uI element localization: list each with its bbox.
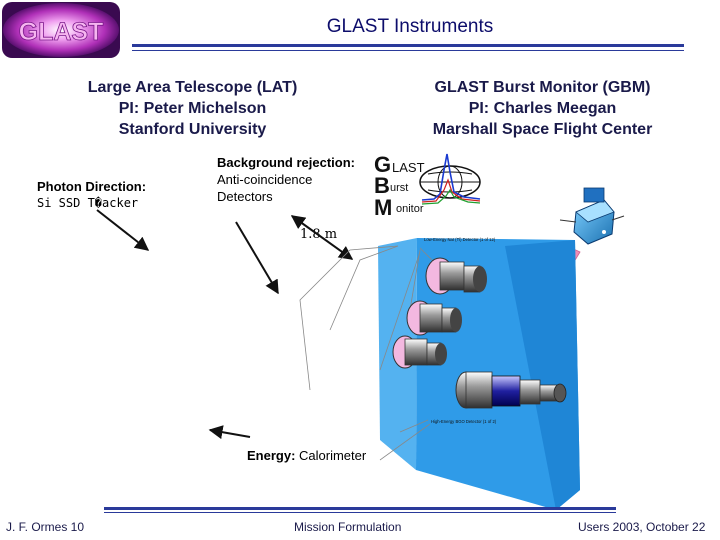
acd-arrow [235,221,279,295]
glast-logo: GLAST [2,2,120,58]
title-rule [132,44,684,47]
energy-title: Energy: [247,448,296,463]
footer-rule [104,507,616,510]
gbm-logo-onitor: onitor [396,203,424,215]
gbm-logo-b: B [374,173,390,198]
footer-section: Mission Formulation [294,520,402,534]
background-rejection-line1: Anti-coincidence [217,172,313,187]
gbm-logo-g: G [374,152,391,177]
photon-arrow [96,209,150,251]
gbm-name: GLAST Burst Monitor (GBM) [434,79,651,96]
pointer-arrows [96,209,354,440]
energy-detail: Calorimeter [295,448,367,463]
gbm-institution: Marshall Space Flight Center [432,121,653,138]
gbm-logo-m: M [374,195,392,216]
photon-direction-detail: Si SSD T�acker [37,196,139,210]
nai-detector [392,335,447,369]
nai-detector [406,300,462,336]
gbm-pi: PI: Charles Meegan [468,100,617,117]
background-rejection-label: Background rejection: Anti-coincidence D… [217,154,355,205]
low-energy-callout: Low-Energy NaI (Tl) Detector (1 of 12) [424,237,496,242]
footer-date: Users 2003, October 22 [578,520,706,534]
gbm-logo-icon: G B M LAST urst onitor [374,152,481,220]
gbm-panel-side [505,240,580,510]
lat-heading: Large Area Telescope (LAT) PI: Peter Mic… [40,77,345,140]
gbm-heading: GLAST Burst Monitor (GBM) PI: Charles Me… [400,77,685,140]
cable-lines [299,245,441,461]
nai-detector [425,257,487,295]
photon-direction-title: Photon Direction: [37,179,147,194]
size-arrow [290,215,354,260]
page-title: GLAST Instruments [326,16,494,37]
title-rule-thin [132,50,684,51]
background-rejection-line2: Detectors [217,189,273,204]
background-rejection-title: Background rejection: [217,155,355,170]
lat-name: Large Area Telescope (LAT) [87,79,298,96]
bgo-detector [455,371,567,409]
lat-institution: Stanford University [118,121,267,138]
photon-direction-label: Photon Direction: Si SSD T�acker [37,178,146,212]
gbm-logo-last: LAST [392,160,425,175]
footer-rule-thin [104,512,616,513]
footer-author: J. F. Ormes 10 [6,520,85,534]
glast-galaxy-logo-icon: GLAST [2,2,120,58]
gbm-logo: G B M LAST urst onitor [372,150,484,220]
gbm-logo-urst: urst [390,182,408,194]
spacecraft-icon [559,187,625,245]
energy-label: Energy: Calorimeter [247,448,366,463]
logo-text: GLAST [19,18,104,46]
lat-pi: PI: Peter Michelson [118,100,267,117]
calorimeter-arrow [208,425,251,440]
high-energy-callout: High-Energy BGO Detector (1 of 2) [431,419,497,424]
